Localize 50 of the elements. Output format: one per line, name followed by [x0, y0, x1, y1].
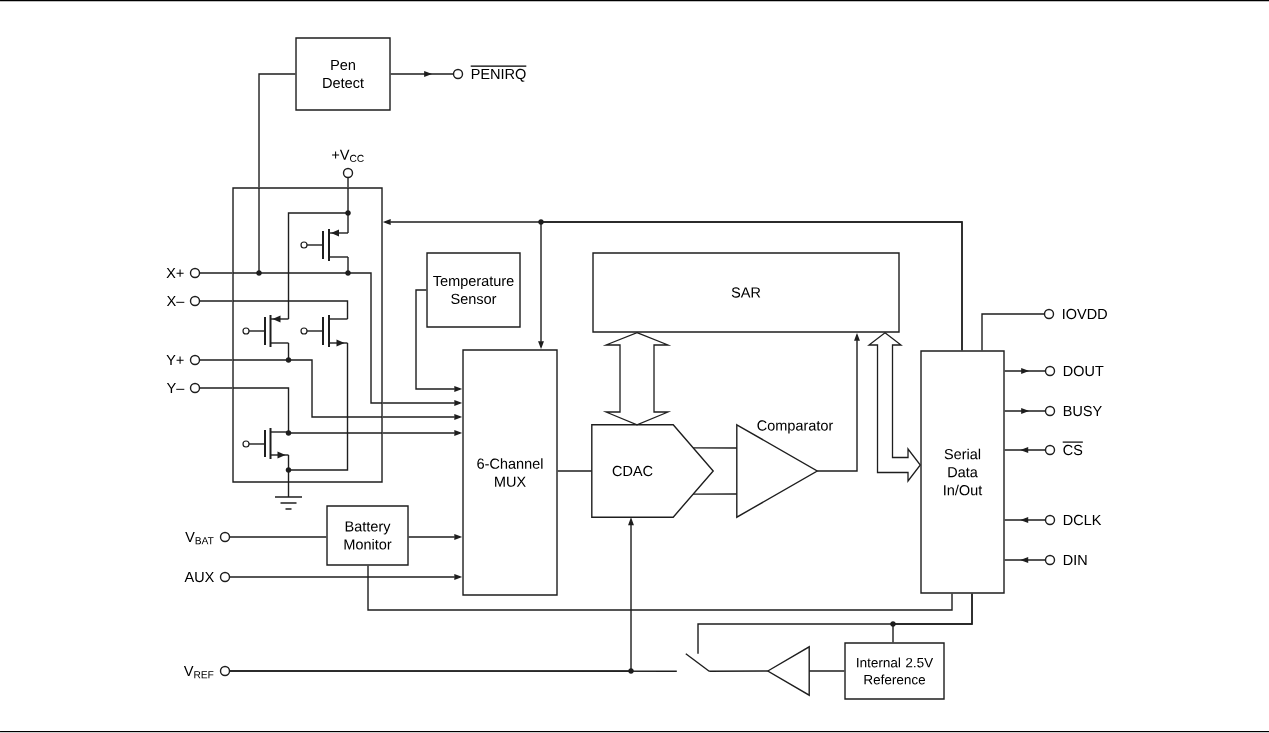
pin-label: +V$_{CC}$ [332, 149, 364, 163]
pin-label: DOUT [1063, 365, 1104, 377]
arrow [1004, 517, 1047, 523]
connector-line [228, 670, 678, 672]
connector-line [198, 300, 233, 302]
function-block: Internal 2.5V Reference [844, 642, 945, 700]
pin-label: BUSY [1063, 405, 1102, 417]
switch-symbol [685, 653, 710, 672]
connector-line [198, 272, 233, 274]
connector-line [198, 359, 233, 361]
connector-line [347, 176, 349, 188]
pin-label: X+ [166, 268, 184, 278]
pin-label: DCLK [1063, 514, 1102, 526]
connector-line [258, 73, 296, 188]
pin-label: PENIRQ [470, 65, 527, 82]
connector-line [692, 447, 738, 449]
pin-label: X– [166, 296, 185, 306]
arrow [538, 221, 963, 351]
pin-label: Y– [166, 383, 185, 393]
pin-label: Y+ [166, 355, 184, 365]
function-block: Battery Monitor [326, 505, 409, 566]
connector-line [692, 493, 738, 495]
connector-line [981, 313, 1046, 351]
pin-label: V$_{BAT}$ [185, 532, 214, 545]
block-label: Comparator [757, 420, 834, 434]
pin-label: V$_{REF}$ [183, 666, 214, 679]
arrow [1004, 557, 1047, 563]
circuit-box [232, 187, 383, 483]
pin-label: AUX [184, 572, 214, 583]
function-block: Pen Detect [295, 37, 391, 111]
function-block: Temperature Sensor [426, 252, 521, 328]
connector-line [708, 670, 769, 672]
arrow [1004, 368, 1047, 374]
arrow [1004, 447, 1047, 453]
connector-line [228, 536, 327, 538]
connector-line [367, 565, 953, 611]
arrow [1004, 408, 1047, 414]
pin-label: DIN [1063, 555, 1087, 565]
pin-label: CS [1062, 441, 1084, 456]
function-block: SAR [592, 252, 900, 333]
pentagon-block: CDAC [591, 424, 715, 518]
function-block: 6-Channel MUX [462, 349, 558, 596]
arrow [390, 71, 455, 77]
pin-label: IOVDD [1063, 308, 1107, 320]
connector-line [557, 470, 593, 472]
connector-line [808, 670, 845, 672]
connector-line [892, 593, 973, 643]
connector-line [198, 387, 233, 389]
function-block: Serial Data In/Out [920, 350, 1005, 594]
bus-arrow [602, 332, 672, 426]
